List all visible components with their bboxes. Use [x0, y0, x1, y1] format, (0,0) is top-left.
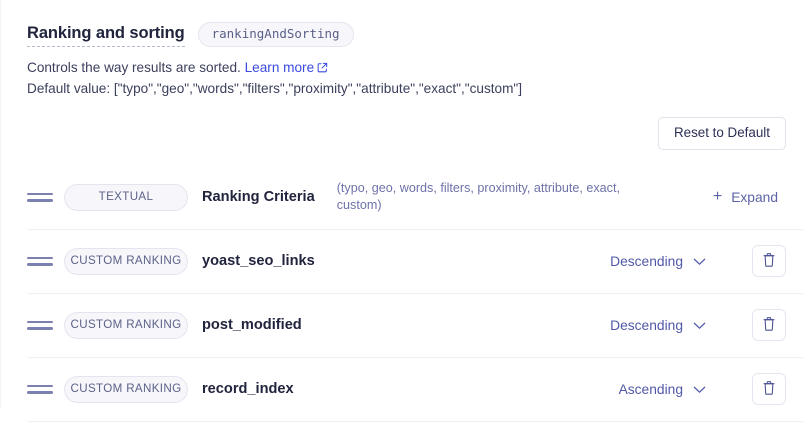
table-row[interactable]: CUSTOM RANKING post_modified Descending: [27, 294, 803, 358]
panel-description: Controls the way results are sorted. Lea…: [27, 58, 803, 99]
title-row: Ranking and sorting rankingAndSorting: [27, 22, 803, 48]
table-row[interactable]: CUSTOM RANKING record_index Ascending: [27, 358, 803, 422]
learn-more-label: Learn more: [244, 60, 315, 76]
default-value-line: Default value: ["typo","geo","words","fi…: [27, 81, 523, 97]
description-line-1: Controls the way results are sorted. Lea…: [27, 58, 803, 79]
row-attribute-name: yoast_seo_links: [202, 253, 315, 270]
expand-button[interactable]: + Expand: [705, 185, 786, 209]
sort-order-value: Ascending: [618, 381, 683, 397]
page-title: Ranking and sorting: [27, 23, 185, 47]
chevron-down-icon: [693, 318, 706, 333]
reset-row: Reset to Default: [1, 117, 803, 150]
delete-row-button[interactable]: [752, 373, 786, 406]
learn-more-link[interactable]: Learn more: [245, 60, 329, 75]
expand-button-label: Expand: [731, 189, 778, 205]
row-attribute-name: post_modified: [202, 317, 302, 334]
drag-handle-icon[interactable]: [27, 320, 53, 330]
row-attribute-name: record_index: [202, 381, 294, 398]
table-row[interactable]: TEXTUAL Ranking Criteria (typo, geo, wor…: [27, 166, 803, 230]
drag-handle-icon[interactable]: [27, 256, 53, 266]
row-type-badge: TEXTUAL: [64, 183, 188, 211]
external-link-icon: [317, 59, 328, 79]
ranking-rows-list: TEXTUAL Ranking Criteria (typo, geo, wor…: [1, 166, 803, 422]
sort-order-dropdown[interactable]: Descending: [604, 313, 712, 338]
trash-icon: [762, 316, 776, 335]
description-text: Controls the way results are sorted.: [27, 60, 241, 76]
row-type-badge: CUSTOM RANKING: [64, 375, 188, 403]
drag-handle-icon[interactable]: [27, 192, 53, 202]
chevron-down-icon: [693, 382, 706, 397]
delete-row-button[interactable]: [752, 245, 786, 278]
sort-order-dropdown[interactable]: Ascending: [613, 377, 712, 402]
reset-to-default-button[interactable]: Reset to Default: [657, 117, 786, 150]
setting-key-badge: rankingAndSorting: [197, 22, 354, 48]
trash-icon: [762, 380, 776, 399]
trash-icon: [762, 252, 776, 271]
table-row[interactable]: CUSTOM RANKING yoast_seo_links Descendin…: [27, 230, 803, 294]
row-type-badge: CUSTOM RANKING: [64, 311, 188, 339]
plus-icon: +: [712, 188, 723, 206]
sort-order-value: Descending: [610, 317, 683, 333]
drag-handle-icon[interactable]: [27, 384, 53, 394]
sort-order-value: Descending: [610, 253, 683, 269]
row-type-badge: CUSTOM RANKING: [64, 247, 188, 275]
row-hint: (typo, geo, words, filters, proximity, a…: [336, 181, 620, 213]
delete-row-button[interactable]: [752, 309, 786, 342]
chevron-down-icon: [693, 254, 706, 269]
sort-order-dropdown[interactable]: Descending: [604, 249, 712, 274]
panel-header: Ranking and sorting rankingAndSorting Co…: [1, 0, 803, 99]
row-attribute-name: Ranking Criteria: [202, 189, 315, 206]
